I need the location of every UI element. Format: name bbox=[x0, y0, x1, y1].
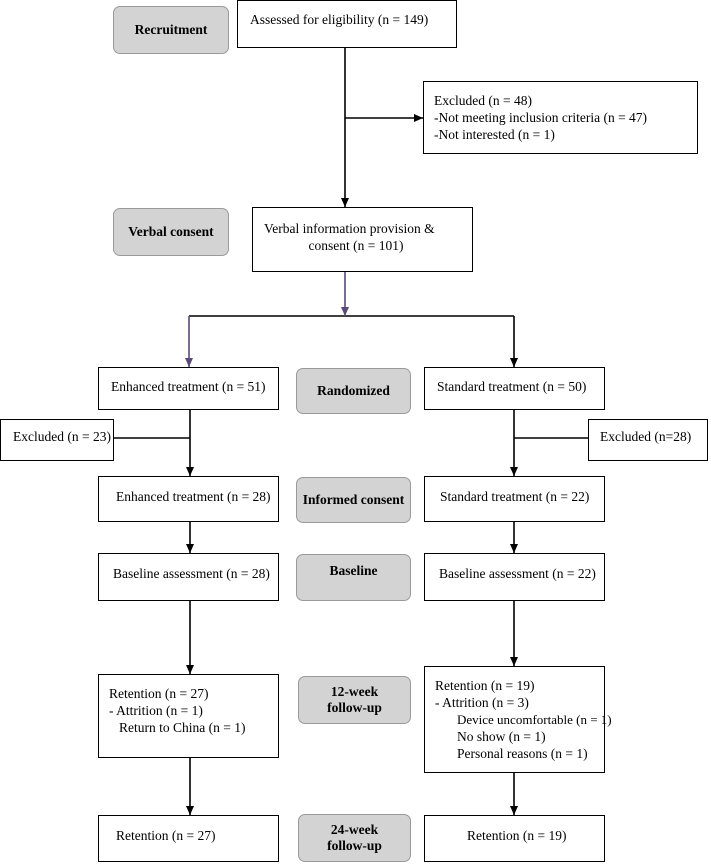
box-enhanced-week24: Retention (n = 27) bbox=[98, 815, 279, 862]
box-standard-week24: Retention (n = 19) bbox=[424, 815, 605, 862]
stage-informed-consent-label: Informed consent bbox=[302, 492, 405, 507]
stage-randomized-label: Randomized bbox=[317, 383, 390, 398]
stage-verbal-consent: Verbal consent bbox=[113, 208, 229, 256]
stage-recruitment: Recruitment bbox=[113, 6, 229, 54]
stage-week24-line2: follow-up bbox=[327, 838, 382, 853]
verbal-info-line1: Verbal information provision & bbox=[264, 221, 435, 236]
enhanced-week24-text: Retention (n = 27) bbox=[116, 828, 216, 843]
standard-week12-attrition: - Attrition (n = 3) bbox=[435, 695, 529, 710]
stage-baseline-label: Baseline bbox=[329, 563, 378, 578]
box-standard-week12: Retention (n = 19) - Attrition (n = 3) D… bbox=[424, 666, 612, 773]
box-enhanced-week12: Retention (n = 27) - Attrition (n = 1) R… bbox=[98, 674, 279, 758]
standard-week12-reason-personal: Personal reasons (n = 1) bbox=[457, 746, 588, 761]
box-standard-excluded: Excluded (n=28) bbox=[588, 419, 708, 461]
standard-week12-reason-device: Device uncomfortable (n = 1) bbox=[457, 712, 612, 727]
standard-randomized-text: Standard treatment (n = 50) bbox=[437, 379, 587, 394]
box-excluded-top: Excluded (n = 48) -Not meeting inclusion… bbox=[423, 81, 698, 154]
stage-week24-line1: 24-week bbox=[330, 822, 379, 837]
box-enhanced-consented: Enhanced treatment (n = 28) bbox=[98, 476, 279, 522]
stage-week12: 12-week follow-up bbox=[298, 676, 411, 724]
verbal-info-line2: consent (n = 101) bbox=[308, 238, 404, 253]
stage-informed-consent: Informed consent bbox=[296, 477, 411, 523]
standard-week12-reason-noshow: No show (n = 1) bbox=[457, 729, 546, 744]
standard-week12-retention: Retention (n = 19) bbox=[435, 678, 535, 693]
box-eligibility: Assessed for eligibility (n = 149) bbox=[237, 0, 457, 48]
box-standard-baseline: Baseline assessment (n = 22) bbox=[424, 553, 605, 601]
standard-week24-text: Retention (n = 19) bbox=[467, 828, 567, 843]
stage-week12-line1: 12-week bbox=[330, 684, 379, 699]
enhanced-week12-attrition: - Attrition (n = 1) bbox=[109, 703, 203, 718]
enhanced-excluded-text: Excluded (n = 23) bbox=[13, 429, 111, 444]
enhanced-week12-retention: Retention (n = 27) bbox=[109, 686, 209, 701]
standard-excluded-text: Excluded (n=28) bbox=[600, 429, 692, 444]
box-verbal-info: Verbal information provision & consent (… bbox=[252, 207, 473, 272]
enhanced-randomized-text: Enhanced treatment (n = 51) bbox=[111, 379, 266, 394]
stage-week24: 24-week follow-up bbox=[298, 814, 411, 862]
stage-recruitment-label: Recruitment bbox=[134, 22, 208, 37]
excluded-top-not-interested: -Not interested (n = 1) bbox=[434, 127, 555, 142]
box-enhanced-randomized: Enhanced treatment (n = 51) bbox=[98, 367, 279, 410]
stage-week12-line2: follow-up bbox=[327, 700, 382, 715]
box-enhanced-excluded: Excluded (n = 23) bbox=[0, 419, 114, 461]
box-standard-consented: Standard treatment (n = 22) bbox=[424, 476, 605, 522]
standard-baseline-text: Baseline assessment (n = 22) bbox=[439, 566, 596, 581]
eligibility-text: Assessed for eligibility (n = 149) bbox=[250, 12, 429, 27]
box-enhanced-baseline: Baseline assessment (n = 28) bbox=[98, 553, 279, 601]
stage-randomized: Randomized bbox=[296, 368, 411, 414]
standard-consented-text: Standard treatment (n = 22) bbox=[440, 489, 590, 504]
enhanced-week12-reason-china: Return to China (n = 1) bbox=[119, 720, 246, 735]
enhanced-consented-text: Enhanced treatment (n = 28) bbox=[116, 489, 271, 504]
excluded-top-criteria: -Not meeting inclusion criteria (n = 47) bbox=[434, 110, 648, 125]
box-standard-randomized: Standard treatment (n = 50) bbox=[424, 367, 605, 410]
excluded-top-total: Excluded (n = 48) bbox=[434, 93, 532, 108]
enhanced-baseline-text: Baseline assessment (n = 28) bbox=[113, 566, 270, 581]
stage-verbal-consent-label: Verbal consent bbox=[128, 224, 214, 239]
stage-baseline: Baseline bbox=[296, 554, 411, 601]
